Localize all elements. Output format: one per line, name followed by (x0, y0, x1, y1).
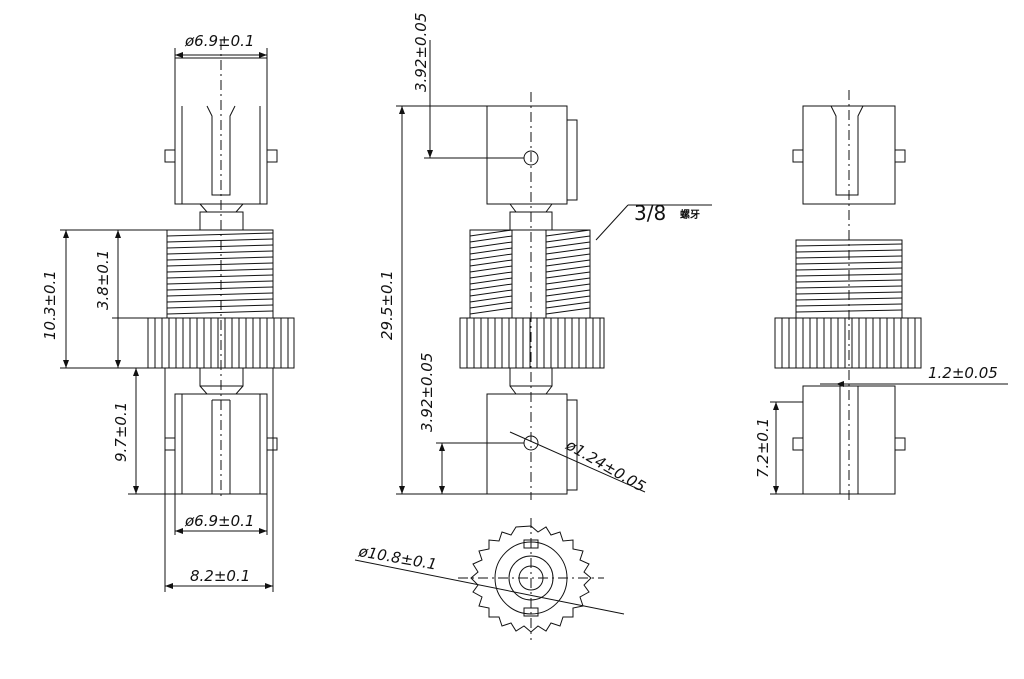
left-bottom-diameter-label: ø6.9±0.1 (184, 512, 254, 530)
center-top-offset-label: 3.92±0.05 (412, 13, 430, 92)
gear-outline (470, 525, 592, 633)
right-knurl (781, 318, 916, 368)
center-knurl (466, 318, 601, 368)
right-view (770, 90, 1008, 500)
thread-callout-main: 3/8 (634, 201, 666, 225)
left-thread-height-label: 3.8±0.1 (94, 250, 112, 310)
center-view (396, 40, 712, 500)
right-slot-width-label: 1.2±0.05 (928, 364, 998, 382)
left-top-diameter-label: ø6.9±0.1 (184, 32, 254, 50)
thread-callout-suffix: 螺牙 (680, 208, 700, 221)
right-thread-lines (795, 243, 903, 313)
left-thread-lines (166, 232, 274, 315)
left-nut-width-label: 8.2±0.1 (190, 567, 250, 585)
center-total-length-label: 29.5±0.1 (378, 270, 396, 340)
left-knurl (154, 318, 289, 368)
left-total-thread-label: 10.3±0.1 (41, 270, 59, 340)
center-thread-zigzag (469, 229, 591, 315)
left-view (60, 40, 295, 592)
bottom-view (354, 518, 625, 640)
left-lower-height-label: 9.7±0.1 (112, 402, 130, 462)
right-lower-height-label: 7.2±0.1 (754, 418, 772, 478)
center-bottom-offset-label: 3.92±0.05 (418, 353, 436, 432)
center-hole-diameter-label: ø1.24±0.05 (562, 435, 649, 495)
